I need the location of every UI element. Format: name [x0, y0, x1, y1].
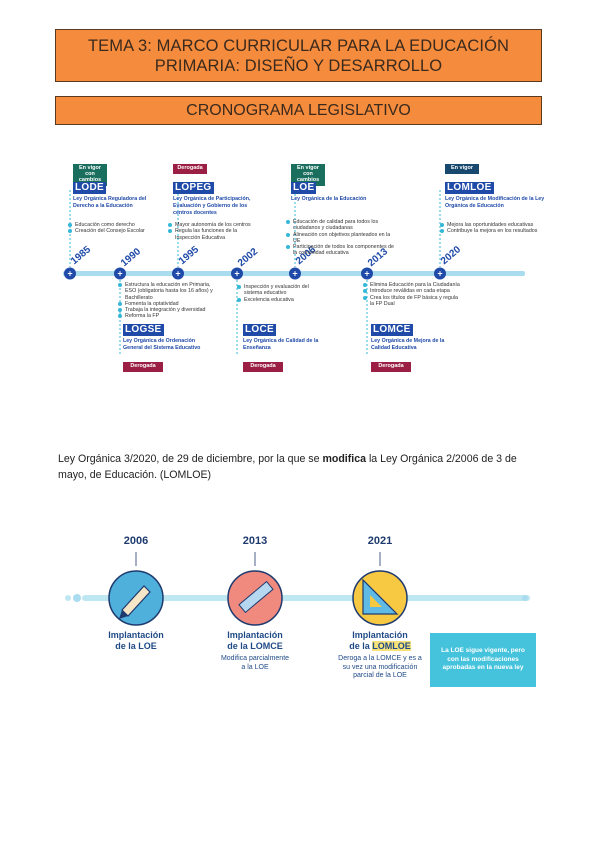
law-abbr-lode: LODE — [73, 182, 106, 194]
law-abbr-loe: LOE — [291, 182, 317, 194]
bullet-item: Excelencia educativa — [237, 297, 325, 303]
timeline-node-2020 — [434, 267, 446, 280]
svg-text:+: + — [234, 269, 239, 279]
svg-text:+: + — [67, 269, 72, 279]
step-description: Deroga a la LOMCE y es a su vez una modi… — [338, 655, 422, 679]
svg-text:+: + — [175, 269, 180, 279]
bullet-item: Mejora las oportunidades educativas — [440, 222, 544, 228]
law-bullets: Elimina Educación para la Ciudadanía Int… — [363, 282, 463, 307]
law-bullets: Inspección y evaluación del sistema educ… — [237, 284, 325, 303]
step-year: 2013 — [242, 535, 268, 547]
caption-prefix: de la — [349, 641, 373, 651]
section-subtitle: CRONOGRAMA LEGISLATIVO — [55, 96, 542, 125]
law-name: Ley Orgánica de Calidad de la Enseñanza — [243, 338, 319, 351]
implementation-infographic — [65, 552, 530, 626]
status-flag: Derogada — [173, 164, 207, 174]
bullet-item: Mayor autonomía de los centros — [168, 222, 260, 228]
law-name: Ley Orgánica de Ordenación General del S… — [123, 338, 201, 351]
bullet-item: Educación como derecho — [68, 222, 158, 228]
status-flag: Derogada — [243, 362, 283, 372]
law-name: Ley Orgánica Reguladora del Derecho a la… — [73, 196, 147, 209]
svg-text:+: + — [117, 269, 122, 279]
status-flag: En vigor — [445, 164, 479, 174]
caption-highlight: LOMLOE — [372, 641, 411, 651]
paragraph-bold: modifica — [322, 453, 366, 465]
paragraph-text: Ley Orgánica 3/2020, de 29 de diciembre,… — [58, 453, 323, 465]
bullet-item: Fomenta la optatividad — [118, 301, 218, 307]
caption-line: de la LOE — [115, 641, 157, 651]
step-caption: Implantación de la LOMLOE — [336, 630, 424, 652]
bullet-item: Inspección y evaluación del sistema educ… — [237, 284, 325, 297]
step-caption: Implantación de la LOE — [96, 630, 176, 652]
law-name: Ley Orgánica de Mejora de la Calidad Edu… — [371, 338, 445, 351]
caption-line: de la LOMLOE — [336, 641, 424, 652]
pencil-icon — [108, 570, 164, 626]
timeline-node-1990 — [114, 267, 126, 280]
page-title-box: TEMA 3: MARCO CURRICULAR PARA LA EDUCACI… — [55, 29, 542, 82]
body-paragraph: Ley Orgánica 3/2020, de 29 de diciembre,… — [58, 451, 546, 483]
caption-line: Implantación — [108, 630, 164, 640]
law-bullets: Educación de calidad para todos los ciud… — [286, 219, 398, 257]
page-title-line2: PRIMARIA: DISEÑO Y DESARROLLO — [154, 56, 443, 75]
timeline-node-2013 — [361, 267, 373, 280]
bullet-item: Contribuye la mejora en los resultados — [440, 228, 544, 234]
law-bullets: Estructura la educación en Primaria, ESO… — [118, 282, 218, 320]
status-flag: Derogada — [123, 362, 163, 372]
law-bullets: Mayor autonomía de los centros Regula la… — [168, 222, 260, 241]
law-bullets: Mejora las oportunidades educativas Cont… — [440, 222, 544, 235]
svg-text:+: + — [437, 269, 442, 279]
bullet-item: Alineación con objetivos planteados en l… — [286, 232, 398, 245]
bullet-item: Participación de todos los componentes d… — [286, 244, 398, 257]
step-year: 2021 — [367, 535, 393, 547]
law-name: Ley Orgánica de Participación, Evaluació… — [173, 196, 251, 216]
caption-line: Implantación — [352, 630, 408, 640]
step-caption: Implantación de la LOMCE — [215, 630, 295, 652]
bullet-item: Educación de calidad para todos los ciud… — [286, 219, 398, 232]
bullet-item: Regula las funciones de la Inspección Ed… — [168, 228, 260, 241]
law-abbr-lopeg: LOPEG — [173, 182, 214, 194]
law-bullets: Educación como derecho Creación del Cons… — [68, 222, 158, 235]
paragraph-text: la Ley Orgánica 2/2006 de 3 de mayo, de … — [58, 453, 517, 481]
timeline-node-2006 — [289, 267, 301, 280]
page-title-line1: TEMA 3: MARCO CURRICULAR PARA LA EDUCACI… — [87, 36, 510, 55]
bullet-item: Reforma la FP — [118, 313, 218, 319]
svg-text:+: + — [364, 269, 369, 279]
bullet-item: Elimina Educación para la Ciudadanía — [363, 282, 463, 288]
step-description: Modifica parcialmente a la LOE — [220, 655, 290, 671]
bullet-item: Crea los títulos de FP básica y regula l… — [363, 295, 463, 308]
status-flag: En vigor con cambios — [73, 164, 107, 186]
law-name: Ley Orgánica de la Educación — [291, 196, 367, 202]
timeline-node-2002 — [231, 267, 243, 280]
status-flag: En vigor con cambios — [291, 164, 325, 186]
law-abbr-lomce: LOMCE — [371, 324, 413, 336]
law-abbr-loce: LOCE — [243, 324, 276, 336]
timeline-node-1985 — [64, 267, 76, 280]
bullet-item: Introduce reválidas en cada etapa — [363, 288, 463, 294]
bullet-item: Trabaja la integración y diversidad — [118, 307, 218, 313]
caption-line: de la LOMCE — [227, 641, 283, 651]
bullet-item: Creación del Consejo Escolar — [68, 228, 158, 234]
status-flag: Derogada — [371, 362, 411, 372]
timeline-node-1995 — [172, 267, 184, 280]
legislative-timeline: + + + + + + + — [63, 190, 525, 355]
ruler-icon — [227, 570, 283, 626]
law-abbr-logse: LOGSE — [123, 324, 164, 336]
set-square-icon — [352, 570, 408, 626]
step-year: 2006 — [123, 535, 149, 547]
caption-line: Implantación — [227, 630, 283, 640]
svg-text:+: + — [292, 269, 297, 279]
law-abbr-lomloe: LOMLOE — [445, 182, 494, 194]
law-name: Ley Orgánica de Modificación de la Ley O… — [445, 196, 545, 209]
note-box: La LOE sigue vigente, pero con las modif… — [430, 633, 536, 687]
bullet-item: Estructura la educación en Primaria, ESO… — [118, 282, 218, 301]
